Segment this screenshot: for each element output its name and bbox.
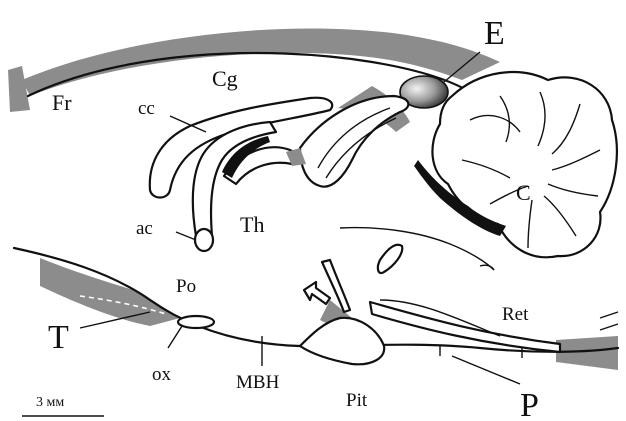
label-ret: Ret: [502, 304, 529, 325]
optic-chiasm: [178, 316, 214, 328]
ac-pointer: [176, 232, 196, 240]
p-pointer: [452, 356, 520, 384]
label-t: T: [48, 319, 69, 356]
label-po: Po: [176, 276, 196, 297]
label-mbh: MBH: [236, 372, 280, 393]
label-ac: ac: [136, 218, 153, 239]
mammillary-tract: [340, 228, 494, 270]
arrow-icon: [304, 282, 330, 304]
label-c: C: [516, 180, 531, 205]
label-ox: ox: [152, 364, 172, 385]
label-cg: Cg: [212, 66, 238, 91]
label-e: E: [484, 15, 505, 52]
scale-bar-label: 3 мм: [36, 395, 64, 410]
ox-pointer: [168, 326, 182, 348]
anterior-commissure: [195, 229, 213, 251]
cerebellum-outline: [432, 72, 616, 257]
posterior-shading: [556, 336, 618, 370]
tract-small: [378, 245, 402, 273]
label-th: Th: [240, 212, 264, 237]
label-pit: Pit: [346, 390, 368, 411]
label-cc: cc: [138, 98, 155, 119]
pituitary: [300, 318, 384, 364]
label-p: P: [520, 387, 539, 421]
ventral-shading: [40, 258, 180, 326]
label-fr: Fr: [52, 90, 72, 115]
tract-dash: [480, 265, 494, 270]
